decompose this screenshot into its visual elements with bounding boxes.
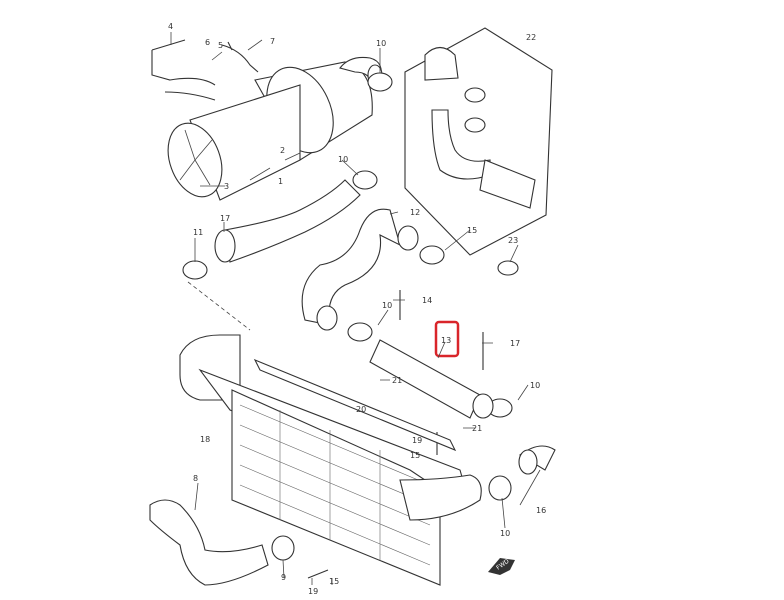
callout-13: 13 bbox=[441, 336, 451, 345]
callout-17a: 17 bbox=[220, 214, 230, 223]
callout-10c: 10 bbox=[382, 301, 392, 310]
callout-22: 22 bbox=[526, 33, 536, 42]
callout-9: 9 bbox=[281, 573, 286, 582]
highlight-box bbox=[434, 320, 460, 358]
hose-17 bbox=[224, 179, 361, 263]
callout-15a: 15 bbox=[467, 226, 477, 235]
callout-10a: 10 bbox=[376, 39, 386, 48]
strap bbox=[221, 41, 259, 73]
callout-10d: 10 bbox=[530, 381, 540, 390]
callout-21a: 21 bbox=[392, 376, 402, 385]
callout-17b: 17 bbox=[510, 339, 520, 348]
callout-10b: 10 bbox=[338, 155, 348, 164]
pipe-13 bbox=[369, 339, 481, 419]
bellows bbox=[479, 159, 536, 209]
callout-3: 3 bbox=[224, 182, 229, 191]
hose-12 bbox=[301, 208, 401, 326]
intercooler bbox=[179, 334, 482, 586]
callout-16: 16 bbox=[536, 506, 546, 515]
callout-12: 12 bbox=[410, 208, 420, 217]
bracket bbox=[151, 39, 216, 101]
callout-19b: 19 bbox=[308, 587, 318, 596]
callout-18: 18 bbox=[200, 435, 210, 444]
callout-21b: 21 bbox=[472, 424, 482, 433]
callout-8: 8 bbox=[193, 474, 198, 483]
air-cleaner bbox=[167, 56, 383, 201]
cap-22 bbox=[424, 46, 459, 81]
corrugated-hose-8 bbox=[149, 499, 269, 586]
callout-7: 7 bbox=[270, 37, 275, 46]
callout-11: 11 bbox=[193, 228, 203, 237]
callout-2: 2 bbox=[280, 146, 285, 155]
callout-4: 4 bbox=[168, 22, 173, 31]
bolts bbox=[307, 290, 484, 579]
callout-20: 20 bbox=[356, 405, 366, 414]
callout-5: 5 bbox=[218, 41, 223, 50]
callout-10e: 10 bbox=[500, 529, 510, 538]
callout-15b: 15 bbox=[410, 451, 420, 460]
callout-23: 23 bbox=[508, 236, 518, 245]
inset-box-part-22 bbox=[404, 27, 553, 256]
hose-22 bbox=[431, 109, 491, 180]
leader-dashed bbox=[187, 281, 251, 331]
callout-6: 6 bbox=[205, 38, 210, 47]
callout-1: 1 bbox=[278, 177, 283, 186]
callout-15c: 15 bbox=[329, 577, 339, 586]
fwd-arrow-icon: FWD bbox=[488, 558, 515, 575]
callout-14: 14 bbox=[422, 296, 432, 305]
callout-19a: 19 bbox=[412, 436, 422, 445]
hose-clamps bbox=[182, 72, 519, 561]
